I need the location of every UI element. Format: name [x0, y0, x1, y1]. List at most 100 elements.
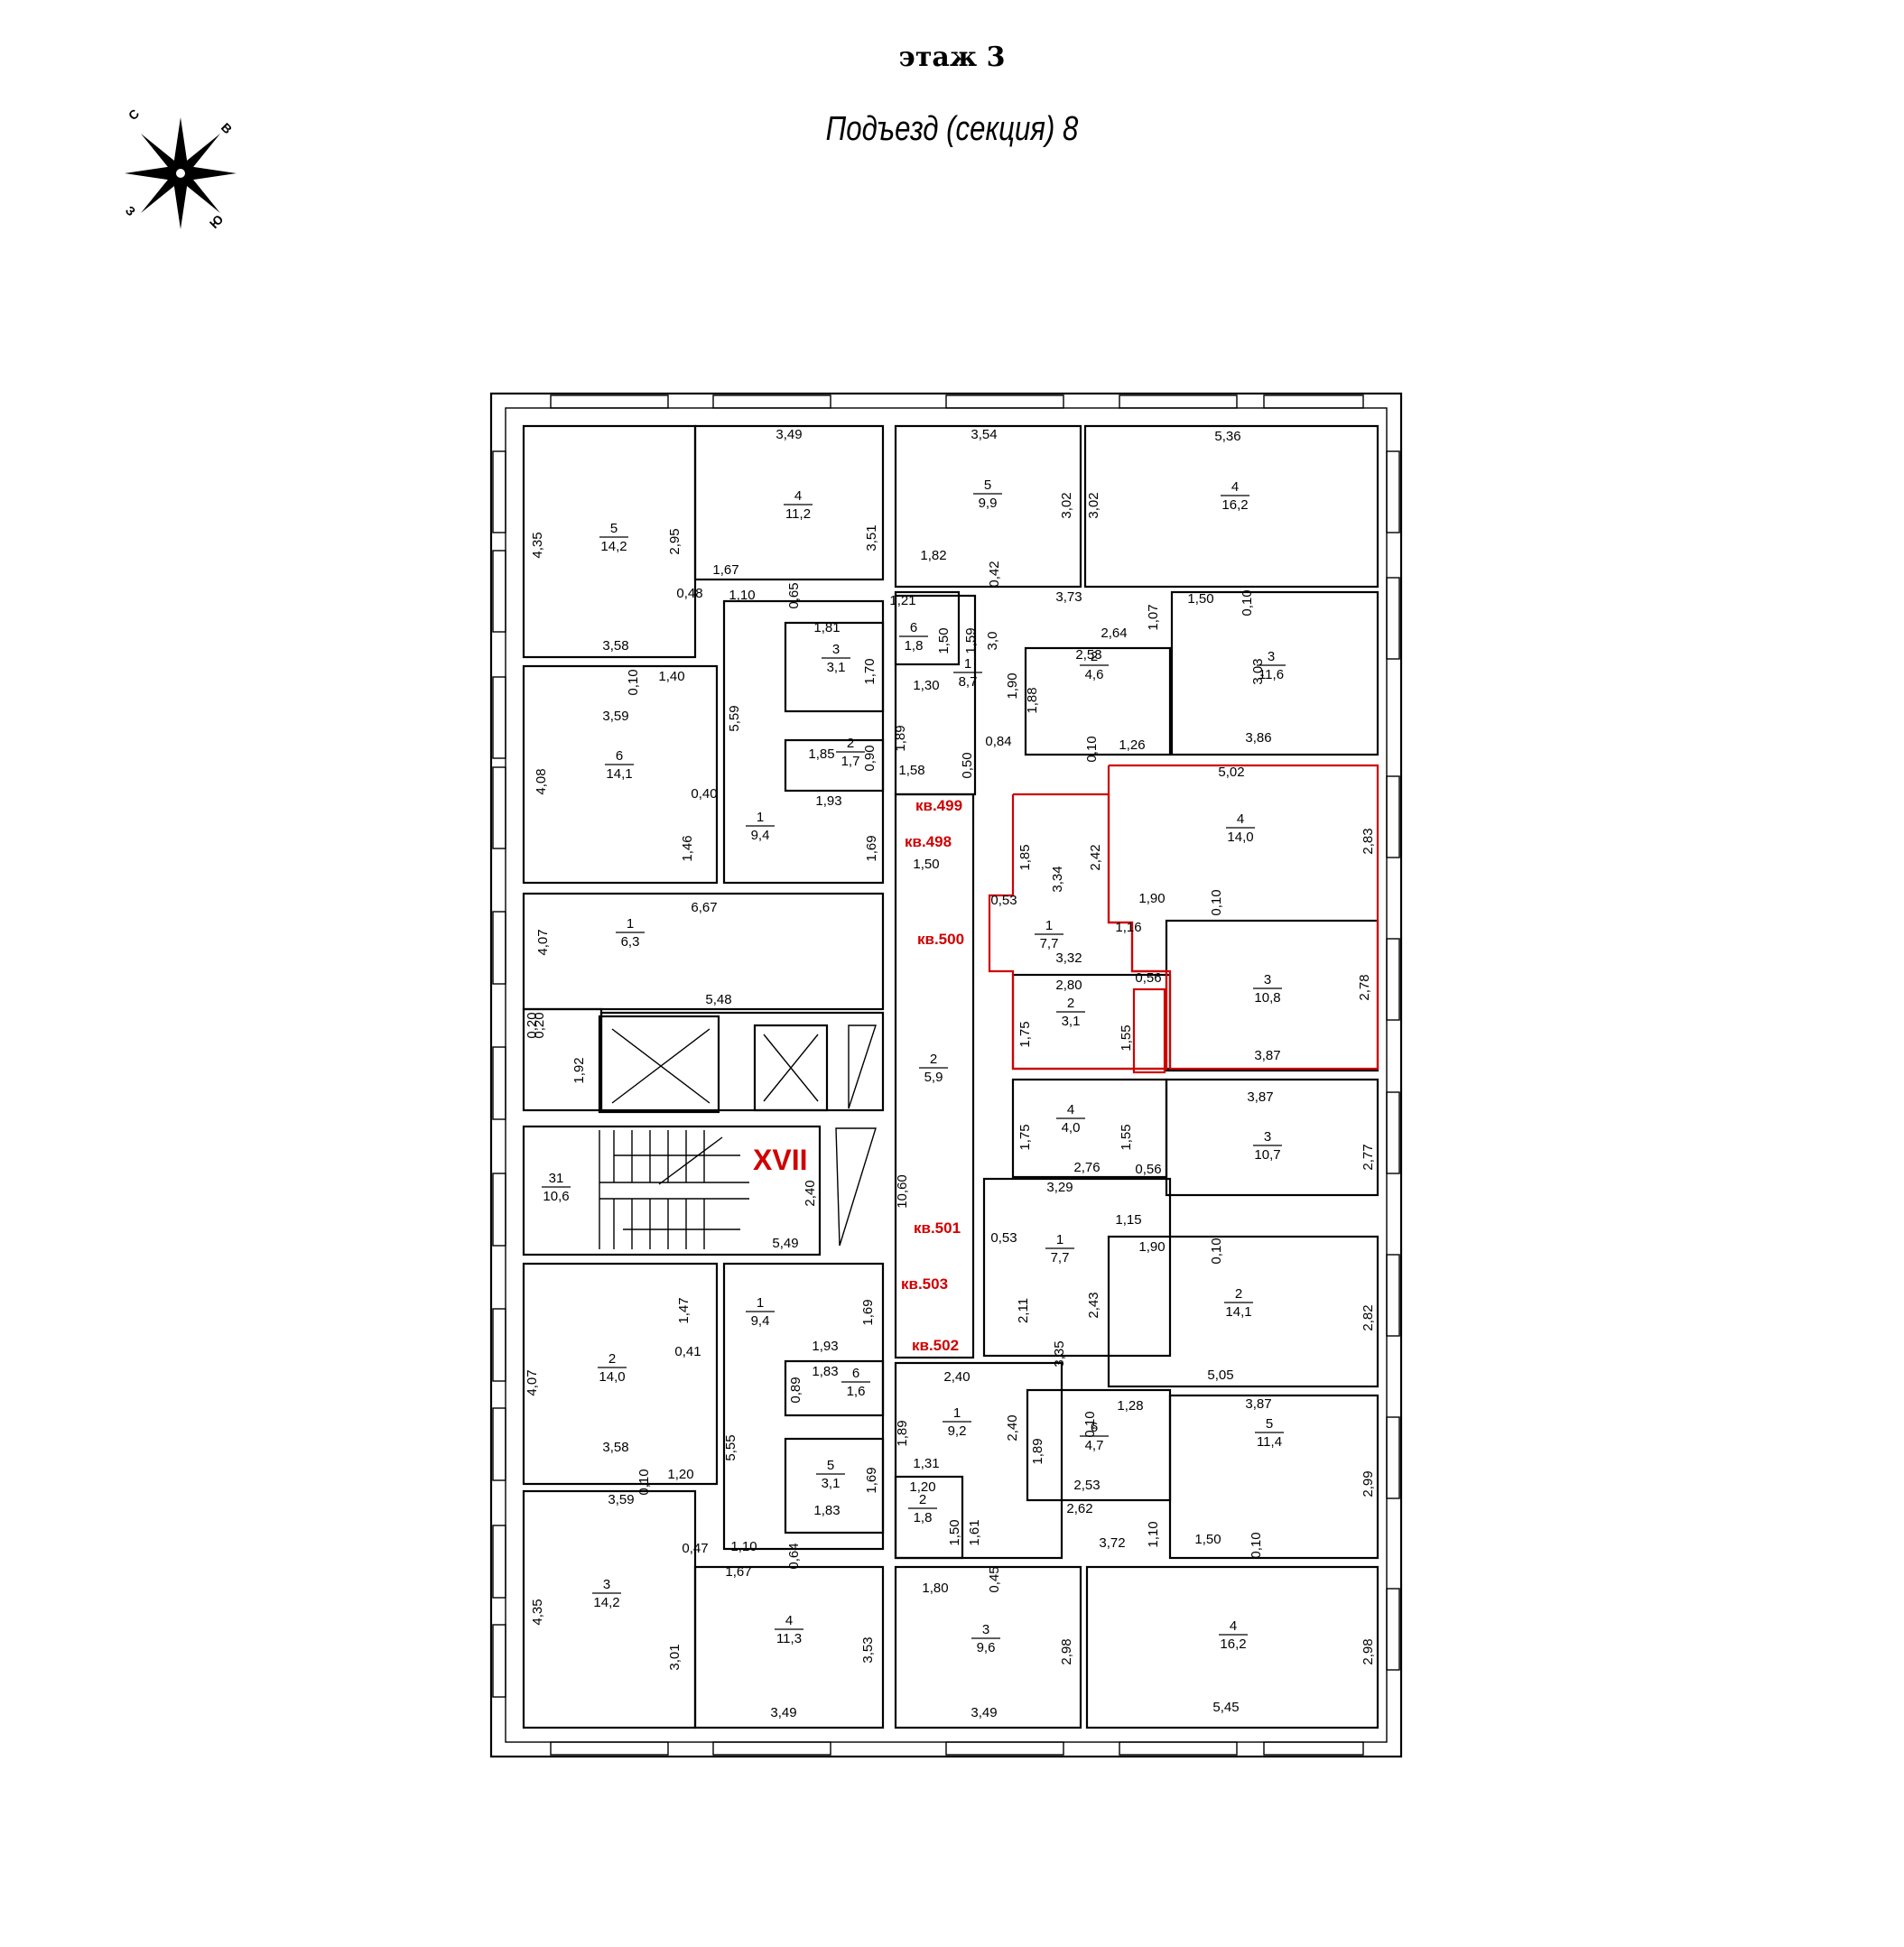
dimension-label: 2,95 — [667, 528, 683, 554]
dimension-label: 1,83 — [813, 1503, 840, 1518]
room-area: 1,8 — [905, 638, 924, 654]
dimension-label: 1,55 — [1119, 1124, 1134, 1150]
room-area: 11,2 — [785, 506, 811, 522]
dimension-label: 2,76 — [1073, 1160, 1100, 1175]
dimension-label: 5,59 — [727, 705, 742, 731]
room-area: 10,6 — [543, 1189, 569, 1204]
dimension-label: 3,58 — [602, 1440, 628, 1455]
dimension-label: 5,05 — [1207, 1368, 1233, 1383]
room-area: 4,6 — [1085, 667, 1104, 682]
room-area: 3,1 — [827, 660, 846, 675]
dimension-label: 1,93 — [812, 1339, 838, 1354]
dimension-label: 1,61 — [967, 1519, 982, 1545]
dimension-label: 1,75 — [1017, 1021, 1033, 1047]
dimension-label: 2,98 — [1361, 1638, 1376, 1664]
room-number: 6 — [1091, 1420, 1098, 1435]
dimension-label: 0,90 — [862, 745, 878, 771]
dimension-label: 1,31 — [913, 1456, 939, 1471]
room-number: 31 — [549, 1171, 564, 1186]
apartment-label: кв.500 — [917, 931, 964, 948]
dimension-label: 0,10 — [1209, 889, 1224, 915]
room-number: 6 — [616, 748, 623, 764]
dimension-label: 3,51 — [864, 524, 879, 551]
dimension-label: 1,83 — [812, 1364, 838, 1379]
section-title: Подъезд (секция) 8 — [825, 110, 1079, 148]
dimension-label: 1,46 — [680, 835, 695, 861]
dimension-label: 1,26 — [1119, 737, 1145, 753]
dimension-label: 1,40 — [658, 669, 684, 684]
dimension-label: 2,80 — [1055, 978, 1082, 993]
compass-south: Ю — [207, 212, 227, 232]
dimension-label: 3,35 — [1052, 1340, 1067, 1367]
dimension-label: 5,48 — [705, 992, 731, 1007]
dimension-label: 1,50 — [1187, 591, 1213, 607]
dimension-label: 1,69 — [860, 1299, 876, 1325]
dimension-label: 1,85 — [808, 746, 834, 762]
dimension-label: 5,49 — [772, 1236, 798, 1251]
dimension-label: 3,87 — [1254, 1048, 1280, 1063]
room-number: 3 — [1264, 972, 1271, 987]
room-area: 11,6 — [1258, 667, 1284, 682]
room-number: 3 — [832, 642, 840, 657]
dimension-label: 0,84 — [985, 734, 1011, 749]
room-area: 10,7 — [1254, 1147, 1280, 1163]
room-number: 2 — [919, 1492, 926, 1507]
dimension-label: 1,90 — [1138, 891, 1165, 906]
elevator-shafts — [611, 1024, 877, 1247]
dimension-label: 0,40 — [691, 786, 717, 802]
room-area: 10,8 — [1254, 990, 1280, 1006]
dimension-label: 2,42 — [1088, 844, 1103, 870]
dimension-label: 1,21 — [889, 593, 915, 608]
dimension-label: 1,89 — [893, 725, 908, 751]
dimension-label: 0,10 — [1240, 589, 1255, 616]
dimension-label: 1,28 — [1117, 1398, 1143, 1414]
dimension-label: 1,93 — [815, 793, 841, 809]
dimension-label: 6,67 — [691, 900, 717, 915]
dimension-label: 2,53 — [1073, 1478, 1100, 1493]
dimension-label: 3,02 — [1059, 492, 1074, 518]
apartment-label: кв.499 — [915, 797, 962, 814]
room-number: 2 — [1091, 649, 1098, 664]
dimension-label: 0,42 — [987, 561, 1002, 587]
room-area: 9,2 — [948, 1423, 967, 1439]
dimension-label: 3,03 — [1250, 658, 1266, 684]
room-area: 14,1 — [1225, 1304, 1251, 1320]
dimension-label: 2,77 — [1361, 1144, 1376, 1170]
dimension-label: 0,56 — [1135, 970, 1161, 986]
room-number: 5 — [984, 477, 991, 493]
apartment-label: кв.502 — [912, 1337, 959, 1354]
room-area: 1,6 — [847, 1384, 866, 1399]
room-number: 4 — [794, 488, 802, 504]
room-walls — [522, 424, 1379, 1729]
compass-west: З — [123, 203, 139, 219]
dimension-label: 5,36 — [1214, 429, 1240, 444]
dimension-label: 1,58 — [898, 763, 924, 778]
dimension-label: 0,10 — [1082, 1411, 1098, 1437]
dimension-label: 1,20 — [667, 1467, 693, 1482]
dimension-label: 2,98 — [1059, 1638, 1074, 1664]
dimension-label: 1,82 — [920, 548, 946, 563]
room-area: 1,7 — [841, 754, 860, 769]
room-area: 5,9 — [924, 1070, 943, 1085]
dimension-label: 1,89 — [1030, 1438, 1045, 1464]
room-area: 14,0 — [599, 1369, 625, 1385]
dimension-label: 1,80 — [922, 1581, 948, 1596]
dimension-label: 1,10 — [730, 1539, 757, 1554]
room-number: 1 — [757, 1295, 764, 1311]
stairs — [599, 1130, 749, 1249]
dimension-label: 1,55 — [1119, 1024, 1134, 1051]
dimension-label: 10,60 — [895, 1174, 910, 1209]
dimension-label: 1,30 — [913, 678, 939, 693]
dimension-label: 2,40 — [1005, 1414, 1020, 1441]
room-area: 16,2 — [1220, 1636, 1246, 1652]
dimension-label: 1,92 — [571, 1057, 587, 1083]
dimension-label: 1,88 — [1025, 687, 1040, 713]
dimension-label: 0,10 — [1209, 1238, 1224, 1264]
dimension-label: 0,53 — [990, 893, 1017, 908]
room-area: 9,4 — [751, 828, 770, 843]
room-area: 14,2 — [593, 1595, 619, 1610]
dimension-label: 1,50 — [947, 1519, 962, 1545]
dimension-label: 2,43 — [1086, 1292, 1101, 1318]
dimension-label: 3,29 — [1046, 1180, 1073, 1195]
